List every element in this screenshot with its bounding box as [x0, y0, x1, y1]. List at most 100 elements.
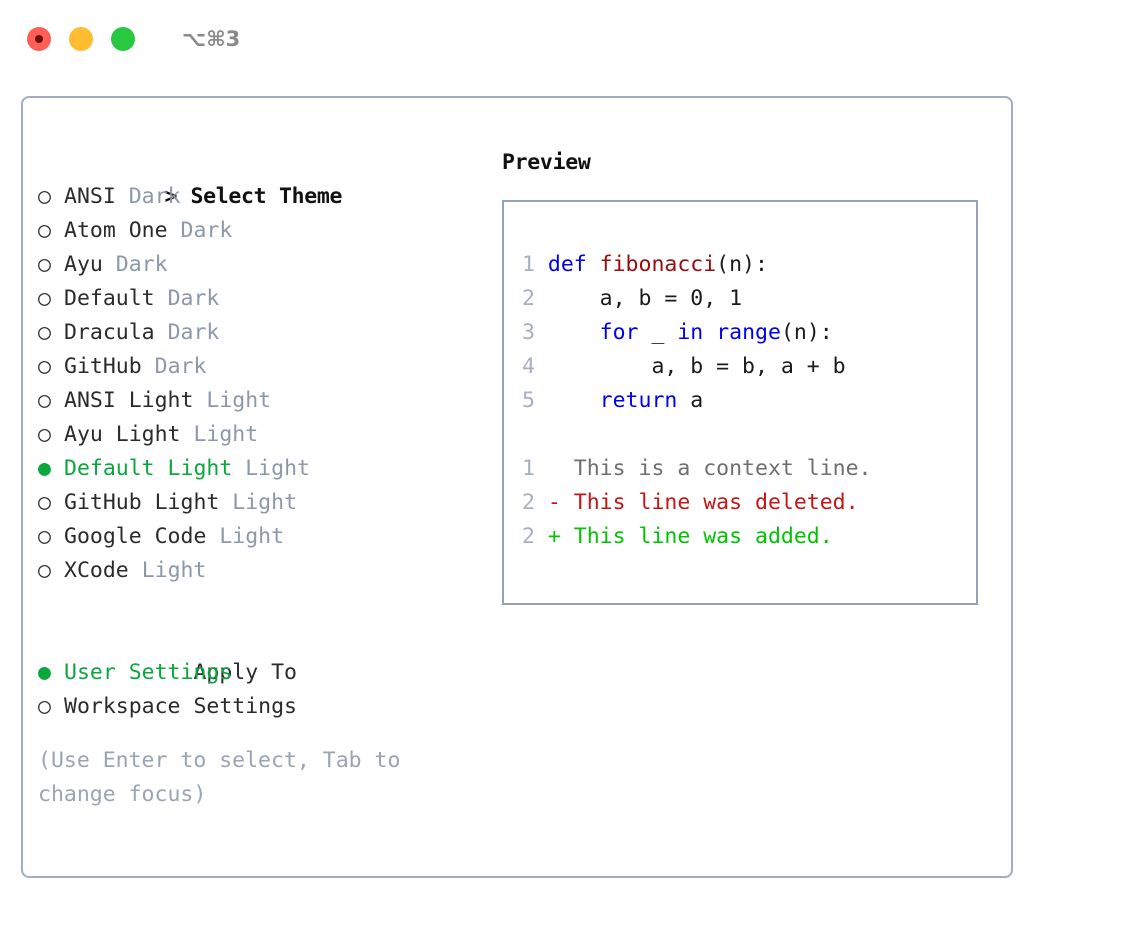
radio-unselected-icon[interactable]: ○ — [38, 184, 51, 209]
theme-mode-badge: Light — [219, 524, 285, 549]
radio-unselected-icon[interactable]: ○ — [38, 252, 51, 277]
theme-picker-panel: > Select Theme ○ ANSI Dark ○ Atom One Dark ○ A… — [38, 146, 488, 812]
radio-unselected-icon[interactable]: ○ — [38, 286, 51, 311]
radio-unselected-icon[interactable]: ○ — [38, 320, 51, 345]
code-token: def — [547, 252, 600, 277]
diff-line-text: + This line was added. — [547, 524, 833, 549]
diff-line: 2 - This line was deleted. — [522, 486, 872, 520]
radio-unselected-icon[interactable]: ○ — [38, 354, 51, 379]
close-button[interactable] — [27, 27, 51, 51]
diff-line-text: - This line was deleted. — [547, 490, 859, 515]
code-line-number: 5 — [522, 388, 548, 413]
label-gap — [103, 252, 116, 277]
label-gap — [155, 286, 168, 311]
diff-line: 2 + This line was added. — [522, 520, 872, 554]
code-token: _ — [638, 320, 678, 345]
theme-label: ANSI Light — [64, 388, 194, 413]
theme-list-item[interactable]: ○ANSI Dark — [38, 180, 488, 214]
minimize-button[interactable] — [69, 27, 93, 51]
theme-list-item[interactable]: ○ ANSI Light Light — [38, 384, 488, 418]
code-token: a — [677, 388, 704, 413]
diff-line-text: This is a context line. — [547, 456, 872, 481]
theme-list-item[interactable]: ○ Google Code Light — [38, 520, 488, 554]
apply-to-item[interactable]: ○ Workspace Settings — [38, 690, 488, 724]
dialog-card: > Select Theme ○ ANSI Dark ○ Atom One Dark ○ A… — [21, 96, 1013, 878]
apply-to-list: ● User Settings ○ Workspace Settings — [38, 656, 488, 724]
zoom-button[interactable] — [111, 27, 135, 51]
code-token: for — [599, 320, 639, 345]
theme-list-item[interactable]: ○Ayu Dark — [38, 248, 488, 282]
theme-mode-badge: Light — [245, 456, 310, 481]
code-token: (n): — [716, 252, 768, 277]
apply-to-header: Apply To — [38, 622, 488, 685]
code-line-number: 4 — [522, 354, 548, 379]
theme-list-item[interactable]: ○GitHub Light Light — [38, 486, 488, 520]
diff-line-number: 1 — [522, 456, 548, 481]
code-line: 3 for _ in range(n): — [522, 316, 872, 350]
theme-mode-badge: Dark — [180, 218, 233, 243]
radio-unselected-icon[interactable]: ○ — [38, 558, 51, 583]
theme-label: Ayu — [64, 252, 103, 277]
section-spacer — [38, 588, 488, 622]
theme-label: Default — [64, 286, 155, 311]
label-gap — [232, 456, 245, 481]
theme-label: Google Code — [64, 524, 207, 549]
diff-line-number: 2 — [522, 524, 548, 549]
theme-list-item[interactable]: ●Default Light Light — [38, 452, 488, 486]
code-token — [703, 320, 716, 345]
label-gap — [116, 184, 129, 209]
apply-to-label: User Settings — [64, 660, 233, 685]
theme-picker-header-label: Select Theme — [190, 184, 343, 209]
theme-list-item[interactable]: ○XCode Light — [38, 554, 488, 588]
keyboard-hint-text: (Use Enter to select, Tab to change focu… — [38, 748, 401, 807]
radio-unselected-icon[interactable]: ○ — [38, 388, 51, 413]
radio-unselected-icon[interactable]: ○ — [38, 218, 51, 243]
code-line: 4 a, b = b, a + b — [522, 350, 872, 384]
theme-label: Atom One — [64, 218, 168, 243]
diff-line: 1 This is a context line. — [522, 452, 872, 486]
theme-list-item[interactable]: ○ Atom One Dark — [38, 214, 488, 248]
radio-selected-icon[interactable]: ● — [38, 660, 51, 685]
theme-label: Ayu Light — [64, 422, 181, 447]
code-token — [548, 320, 600, 345]
label-gap — [142, 354, 155, 379]
code-token: (n): — [780, 320, 833, 345]
code-token: a, b = b, a + b — [547, 354, 846, 379]
theme-label: XCode — [64, 558, 129, 583]
code-line-number: 2 — [522, 286, 548, 311]
radio-unselected-icon[interactable]: ○ — [38, 422, 51, 447]
theme-list-item[interactable]: ○GitHub Dark — [38, 350, 488, 384]
theme-mode-badge: Dark — [167, 320, 220, 345]
code-line-number: 3 — [522, 320, 548, 345]
label-gap — [206, 524, 219, 549]
apply-to-label: Workspace Settings — [64, 694, 297, 719]
code-token: return — [599, 388, 678, 413]
code-token — [548, 388, 600, 413]
theme-mode-badge: Dark — [167, 286, 220, 311]
apply-to-item[interactable]: ● User Settings — [38, 656, 488, 690]
apply-to-header-label: Apply To — [193, 660, 298, 685]
code-token: in — [677, 320, 704, 345]
radio-unselected-icon[interactable]: ○ — [38, 524, 51, 549]
theme-label: ANSI — [64, 184, 116, 209]
radio-selected-icon[interactable]: ● — [38, 456, 51, 481]
label-gap — [181, 422, 194, 447]
code-token: a, b = 0, 1 — [547, 286, 743, 311]
radio-unselected-icon[interactable]: ○ — [38, 694, 51, 719]
label-gap — [219, 490, 232, 515]
theme-mode-badge: Light — [232, 490, 298, 515]
keyboard-shortcut-label: ⌥⌘3 — [182, 27, 241, 51]
code-diff-separator — [522, 418, 872, 452]
theme-list-item[interactable]: ○Ayu Light Light — [38, 418, 488, 452]
radio-unselected-icon[interactable]: ○ — [38, 490, 51, 515]
code-line: 1 def fibonacci(n): — [522, 248, 872, 282]
theme-mode-badge: Light — [206, 388, 272, 413]
theme-mode-badge: Dark — [154, 354, 207, 379]
theme-list: ○ ANSI Dark ○ Atom One Dark ○ Ayu Dark ○ Defaul… — [38, 180, 488, 588]
title-bar: ⌥⌘3 — [0, 0, 1140, 78]
theme-list-item[interactable]: ○ Default Dark — [38, 282, 488, 316]
theme-list-item[interactable]: ○Dracula Dark — [38, 316, 488, 350]
header-caret-icon: > — [164, 184, 178, 209]
preview-title: Preview — [502, 150, 591, 175]
